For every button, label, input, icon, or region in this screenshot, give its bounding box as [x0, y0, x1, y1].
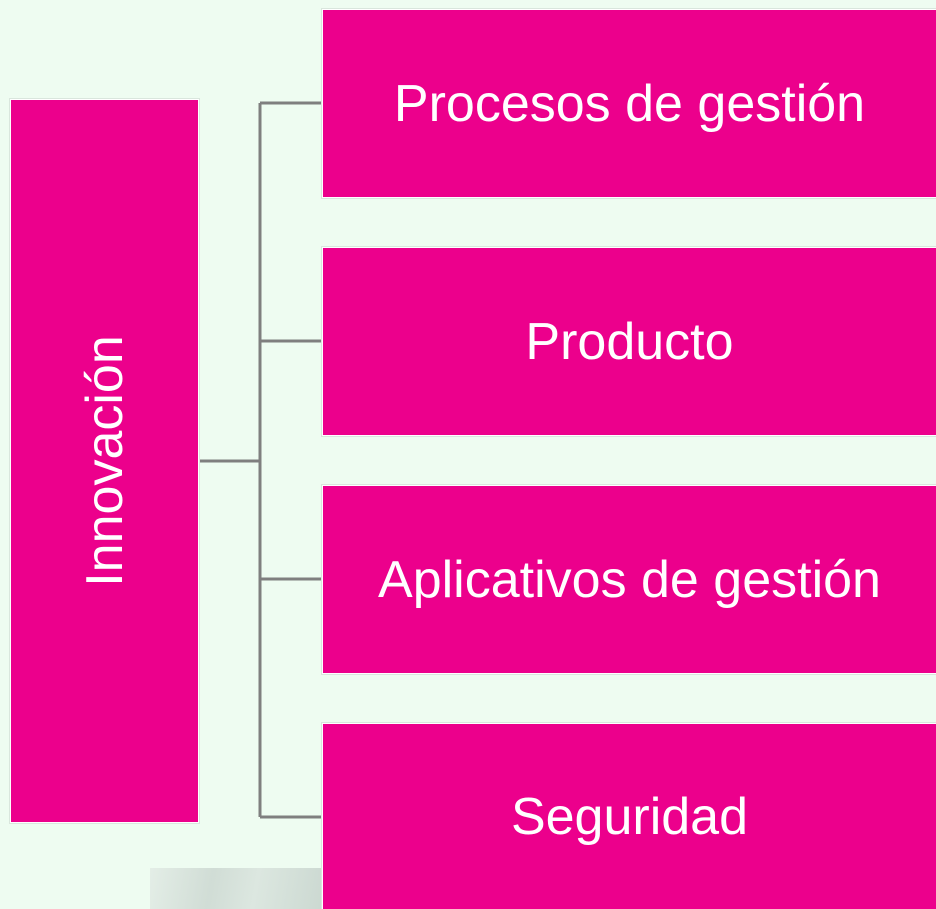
child-node-procesos: Procesos de gestión: [323, 10, 936, 197]
child-node-seguridad: Seguridad: [323, 724, 936, 909]
child-node-label: Procesos de gestión: [393, 74, 866, 133]
child-node-label: Producto: [525, 312, 734, 371]
child-node-label: Aplicativos de gestión: [378, 550, 881, 609]
root-node: Innovación: [11, 100, 198, 822]
background-image-fragment: [150, 868, 325, 909]
child-node-label: Seguridad: [510, 787, 749, 846]
root-node-label: Innovación: [75, 335, 134, 587]
child-node-aplicativos: Aplicativos de gestión: [323, 486, 936, 673]
child-node-producto: Producto: [323, 248, 936, 435]
